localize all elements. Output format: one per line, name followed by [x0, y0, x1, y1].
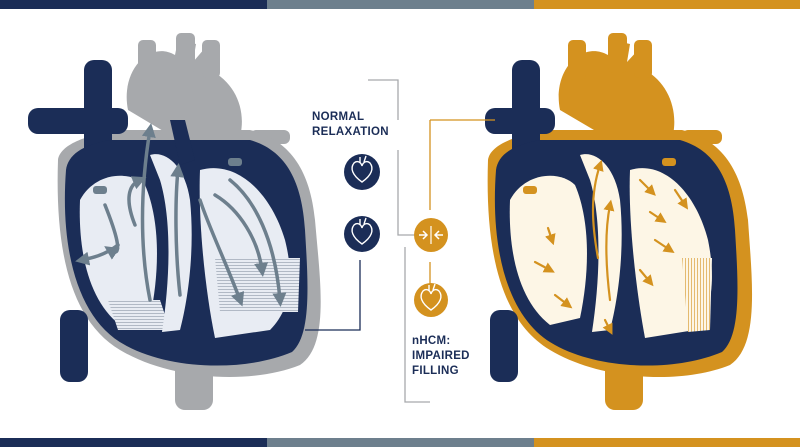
connector-mid	[397, 150, 415, 236]
compress-arrows-icon	[414, 218, 448, 252]
left-atrial-mark-1	[93, 186, 107, 194]
top-bar-gold	[534, 0, 800, 9]
left-atrial-mark-2	[228, 158, 242, 166]
normal-heart	[28, 33, 321, 410]
impaired-filling-label: nHCM: IMPAIRED FILLING	[412, 335, 470, 377]
normal-relaxation-label: NORMAL RELAXATION	[312, 111, 389, 138]
left-lower-vein	[60, 310, 88, 382]
left-lower-vein-gold	[490, 310, 518, 382]
connector-normal-top	[368, 79, 399, 120]
atrial-mark-gold-2	[662, 158, 676, 166]
aorta-gold-branch-2	[608, 33, 627, 73]
aorta-branch-2	[176, 33, 195, 73]
impaired-flow-arrows	[533, 159, 689, 335]
inner-vessel	[170, 120, 195, 165]
heart-icon-impaired	[414, 283, 448, 317]
bottom-bar-navy	[0, 438, 267, 447]
aorta-gold-branch-1	[568, 40, 586, 80]
aorta-branch-3	[202, 40, 220, 78]
right-atrium-gold	[509, 175, 587, 325]
right-ventricle-hatch	[108, 300, 170, 330]
bottom-bar-gold	[534, 438, 800, 447]
heart-icon-normal-bottom	[344, 216, 380, 252]
connector-lines	[305, 79, 495, 403]
top-bar-slate	[267, 0, 534, 9]
vena-cava-cross-gold	[485, 108, 555, 134]
connector-normal	[305, 260, 361, 331]
nhcm-heart	[485, 33, 753, 410]
normal-flow-arrows	[75, 123, 287, 307]
inferior-vena-cava-gray	[175, 360, 213, 410]
thick-wall-hatch	[682, 258, 712, 332]
aorta-gold-branch-3	[634, 40, 652, 78]
connector-impaired-bottom	[404, 247, 430, 403]
heart-icon-normal-top	[344, 154, 380, 190]
top-bar-navy	[0, 0, 267, 9]
aorta-branch-1	[138, 40, 156, 80]
inferior-vena-cava-gold	[605, 360, 643, 410]
bottom-bar-slate	[267, 438, 534, 447]
septum-chamber	[150, 154, 192, 332]
septum-chamber-gold	[580, 154, 622, 332]
atrial-mark-gold-1	[523, 186, 537, 194]
vena-cava-cross	[28, 108, 128, 134]
